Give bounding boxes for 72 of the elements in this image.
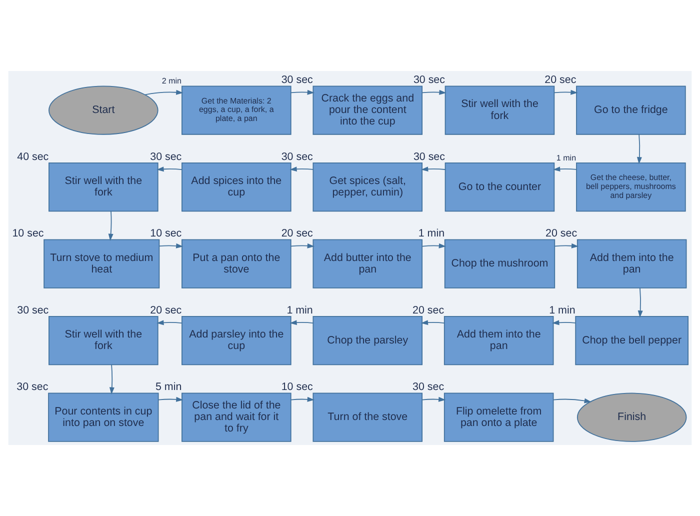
node-box: Get spices (salt, pepper, cumin) <box>312 162 423 212</box>
arrow <box>554 90 578 95</box>
node-label: 30 sec <box>16 381 48 394</box>
node-box: Turn stove to medium heat <box>44 239 160 288</box>
node-box: Get the Materials: 2 eggs, a cup, a fork, a plate, a pan <box>182 86 292 135</box>
arrow <box>158 396 184 402</box>
node-box: Flip omelette from pan onto a plate <box>444 392 554 442</box>
arrow <box>290 166 314 172</box>
arrow <box>422 90 446 95</box>
arrow <box>554 243 579 248</box>
arrow <box>108 210 114 241</box>
arrow <box>290 396 314 402</box>
arrow <box>156 166 182 172</box>
node-box: Stir well with the fork <box>48 162 158 212</box>
arrow <box>109 364 114 394</box>
arrow <box>158 243 184 248</box>
node-label: 30 sec <box>17 304 49 316</box>
arrow <box>420 166 446 172</box>
arrow <box>144 90 184 96</box>
node-label: 5 min <box>155 381 182 394</box>
node-label: 10 sec <box>150 228 182 240</box>
node-label: 20 sec <box>546 228 578 240</box>
node-box: Add spices into the cup <box>182 162 292 212</box>
arrow <box>552 166 577 172</box>
node-ellipse: Finish <box>576 392 687 442</box>
node-box: Crack the eggs and pour the content into the cup <box>312 86 423 135</box>
node-box: Get the cheese, butter, bell peppers, mushrooms and parsley <box>576 162 686 212</box>
node-box: Put a pan onto the stove <box>182 239 292 288</box>
node-label: 20 sec <box>150 304 182 316</box>
arrow <box>636 134 642 164</box>
node-box: Add parsley into the cup <box>182 316 292 366</box>
arrow <box>290 243 314 248</box>
node-box: Turn of the stove <box>312 392 423 442</box>
node-label: 1 min <box>286 304 313 316</box>
node-label: 30 sec <box>413 150 445 163</box>
arrow <box>638 288 643 318</box>
node-label: 20 sec <box>281 228 313 240</box>
node-label: 1 min <box>556 153 576 162</box>
node-label: 30 sec <box>412 381 444 394</box>
node-label: 30 sec <box>281 150 313 163</box>
node-label: 20 sec <box>412 304 444 316</box>
arrow <box>156 320 182 326</box>
node-box: Go to the counter <box>444 162 555 212</box>
node-label: 20 sec <box>544 74 576 86</box>
arrow <box>290 320 314 326</box>
node-box: Chop the bell pepper <box>575 316 689 366</box>
arrow <box>552 320 576 326</box>
node-box: Chop the parsley <box>312 316 423 366</box>
node-label: 1 min <box>418 228 445 240</box>
node-ellipse: Start <box>48 86 158 135</box>
node-box: Add them into the pan <box>576 239 687 288</box>
node-label: 10 sec <box>12 228 44 240</box>
node-label: 30 sec <box>413 74 445 86</box>
arrow <box>552 398 592 404</box>
node-label: 10 sec <box>281 381 313 394</box>
node-box: Go to the fridge <box>576 86 686 135</box>
node-label: 30 sec <box>281 74 313 86</box>
node-box: Pour contents in cup into pan on stove <box>48 392 159 442</box>
node-box: Stir well with the fork <box>444 86 555 135</box>
arrow <box>422 243 446 248</box>
node-label: 30 sec <box>150 150 182 163</box>
arrow <box>420 320 445 326</box>
node-box: Chop the mushroom <box>444 239 556 288</box>
node-box: Add them into the pan <box>444 316 554 366</box>
node-label: 1 min <box>549 304 576 316</box>
arrow <box>290 90 314 95</box>
node-box: Close the lid of the pan and wait for it to fry <box>182 392 292 442</box>
node-label: 2 min <box>162 76 182 86</box>
node-box: Add butter into the pan <box>312 239 423 288</box>
node-label: 40 sec <box>17 150 49 163</box>
node-box: Stir well with the fork <box>48 316 158 366</box>
arrow <box>422 396 446 402</box>
